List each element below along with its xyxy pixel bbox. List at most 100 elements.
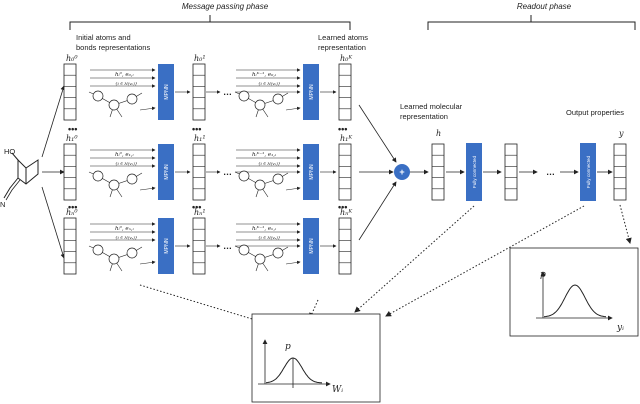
y-vector-frame xyxy=(613,143,627,201)
fc1-label: Fully connected xyxy=(472,155,477,188)
neighborhood-graph-node xyxy=(272,93,284,105)
neighborhood-graph-node xyxy=(92,90,104,102)
mpnn-label: MPNN xyxy=(164,84,170,100)
molecule-arrow-top xyxy=(41,85,66,158)
mpnn-block xyxy=(303,64,319,120)
graph-to-mpnn-arrow xyxy=(285,186,301,191)
row-output-vector xyxy=(338,63,352,121)
row-output-label: h₀ᴷ xyxy=(340,54,353,63)
row-mid-vector xyxy=(192,143,206,201)
neighborhood-graph-node xyxy=(272,247,284,259)
neighborhood-graph-node xyxy=(238,90,250,102)
neighborhood-graph-stubs xyxy=(88,245,143,272)
weight-plot-frame xyxy=(251,313,381,403)
readout-title: Readout phase xyxy=(517,2,572,11)
h-vector-frame xyxy=(431,143,445,201)
row-output-vector-frame xyxy=(338,63,352,121)
neighborhood-graph-node xyxy=(92,244,104,256)
row-mid-vector-frame xyxy=(192,217,206,275)
neighborhood-graph xyxy=(88,170,143,198)
fc2-label: Fully connected xyxy=(586,155,591,188)
message-text-stage1: hᵢ⁰, e₁,ᵢ xyxy=(115,151,134,158)
row-output-label: h₁ᴷ xyxy=(340,134,353,143)
message-passing-title: Message passing phase xyxy=(182,2,269,11)
row-ellipsis: ••• xyxy=(68,124,77,134)
sum-node xyxy=(394,164,410,180)
learned-molecular-caption-line2: representation xyxy=(400,112,448,121)
neighborhood-graph-stubs xyxy=(234,91,289,118)
mpnn-block xyxy=(303,218,319,274)
fc2-block xyxy=(580,143,596,201)
message-text-stageK: hᵢᴷ⁻¹, e₀,ᵢ xyxy=(252,71,276,78)
mpnn-label: MPNN xyxy=(164,238,170,254)
output-plot-curve xyxy=(543,284,607,318)
neighborhood-graph-node xyxy=(254,99,266,111)
neighborhood-graph-node xyxy=(92,170,104,182)
readout-chain: h Fully connected … Fully connected y xyxy=(431,129,627,201)
neighborhood-text: {i ∈ N(v₁)} xyxy=(258,161,281,166)
readout-ellipsis: … xyxy=(546,167,555,177)
row-input-vector xyxy=(63,63,77,121)
neighborhood-text: {i ∈ N(v₁)} xyxy=(115,161,138,166)
neighborhood-graph-node xyxy=(272,173,284,185)
y-vector-label: y xyxy=(618,129,624,138)
row-ellipsis: ••• xyxy=(192,124,201,134)
row-input-vector-frame xyxy=(63,143,77,201)
row-input-vector-frame xyxy=(63,217,77,275)
molecule-ho-label: HO xyxy=(4,147,15,156)
molecular-vector-h xyxy=(431,143,445,201)
row-mid-label: h₁¹ xyxy=(194,134,206,143)
neighborhood-graph-node xyxy=(254,179,266,191)
hidden-vector xyxy=(504,143,518,201)
row-output-vector-frame xyxy=(338,143,352,201)
fc1-block xyxy=(466,143,482,201)
mpnn-block xyxy=(158,218,174,274)
neighborhood-graph-node xyxy=(238,244,250,256)
learned-atoms-caption-line1: Learned atoms xyxy=(318,33,368,42)
weight-plot-curve xyxy=(265,357,323,384)
neighborhood-graph-stubs xyxy=(234,245,289,272)
output-caption: Output properties xyxy=(566,108,624,117)
weight-distribution-plot: p Wᵢ xyxy=(251,313,381,403)
row-input-label: h₀⁰ xyxy=(66,54,78,63)
row-ellipsis: ••• xyxy=(192,202,201,212)
output-plot-frame xyxy=(509,247,639,337)
graph-to-mpnn-arrow xyxy=(139,260,156,265)
row-mid-vector-frame xyxy=(192,63,206,121)
output-distribution-plot: p yᵢ xyxy=(509,247,639,337)
row-input-vector xyxy=(63,217,77,275)
neighborhood-graph xyxy=(234,244,289,272)
neighborhood-graph-node xyxy=(108,253,120,265)
row-ellipsis: ••• xyxy=(338,202,347,212)
aggregate-arrow-top xyxy=(358,104,397,163)
row-mid-label: h₀¹ xyxy=(194,54,206,63)
pointer-output xyxy=(619,204,632,244)
neighborhood-graph-node xyxy=(108,179,120,191)
mpnn-block xyxy=(303,144,319,200)
molecule-n-label: N xyxy=(0,200,5,209)
neighborhood-graph-stubs xyxy=(88,91,143,118)
row-input-label: hₙ⁰ xyxy=(66,208,78,217)
neighborhood-graph-node xyxy=(238,170,250,182)
neighborhood-graph xyxy=(234,170,289,198)
hidden-vector-1 xyxy=(504,143,518,201)
neighborhood-graph-node xyxy=(126,247,138,259)
output-plot-xlabel: yᵢ xyxy=(616,323,624,333)
neighborhood-text: {i ∈ N(vₙ)} xyxy=(115,235,138,240)
row-output-vector xyxy=(338,217,352,275)
mpnn-label: MPNN xyxy=(164,164,170,180)
row-ellipsis: ••• xyxy=(68,202,77,212)
row-mid-vector xyxy=(192,63,206,121)
y-vector xyxy=(613,143,627,201)
molecule-arrow-bottom xyxy=(41,186,66,259)
row-input-vector xyxy=(63,143,77,201)
weight-plot-ylabel: p xyxy=(285,342,291,352)
row-input-vector-frame xyxy=(63,63,77,121)
message-text-stage1: hᵢ⁰, eₙ,ᵢ xyxy=(115,225,134,232)
neighborhood-graph xyxy=(88,90,143,118)
neighborhood-text: {i ∈ N(vₙ)} xyxy=(258,235,281,240)
